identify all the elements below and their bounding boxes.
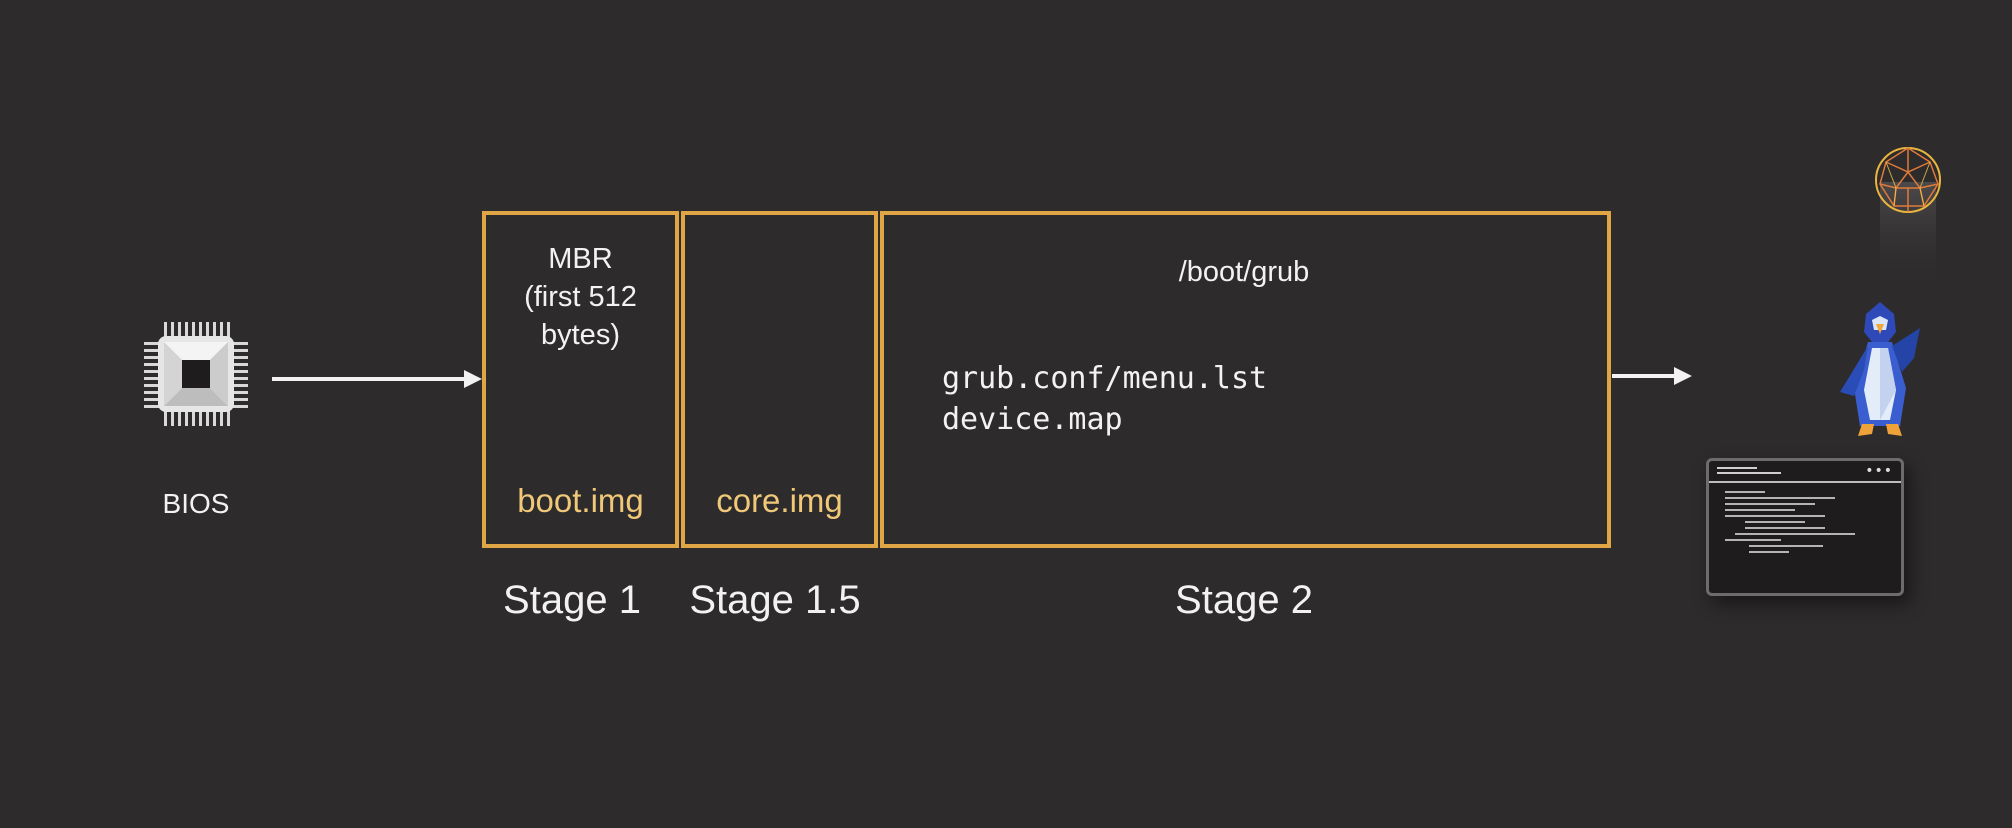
grub-path-label: /boot/grub: [1178, 256, 1310, 288]
mbr-line: bytes): [541, 319, 620, 351]
grub-file-list: grub.conf/menu.lst device.map: [942, 358, 1267, 440]
arrow-bios-to-stage1: [272, 370, 482, 388]
mbr-line: MBR: [548, 243, 613, 275]
terminal-title-bar: •••: [1709, 461, 1901, 483]
terminal-text-lines: [1725, 491, 1855, 557]
mbr-description: MBR (first 512 bytes): [482, 240, 679, 354]
grub-file-item: grub.conf/menu.lst: [942, 361, 1268, 396]
bios-label: BIOS: [162, 488, 230, 519]
terminal-window-icon: •••: [1706, 458, 1904, 596]
cpu-chip-icon: [144, 322, 248, 426]
globe-icon: [1875, 147, 1941, 292]
stage1-5-box: [681, 211, 878, 548]
boot-img-label: boot.img: [517, 482, 644, 519]
terminal-dots-icon: •••: [1865, 463, 1893, 479]
stage2-box: [880, 211, 1611, 548]
stage1-box: [482, 211, 679, 548]
linux-penguin-icon: [1840, 302, 1920, 436]
grub-file-item: device.map: [942, 402, 1123, 437]
stage1-5-label: Stage 1.5: [689, 578, 861, 622]
stage1-label: Stage 1: [503, 578, 641, 622]
core-img-label: core.img: [716, 482, 843, 519]
mbr-line: (first 512: [524, 281, 637, 313]
arrow-stage2-to-kernel: [1612, 367, 1692, 385]
stage2-label: Stage 2: [1175, 578, 1313, 622]
